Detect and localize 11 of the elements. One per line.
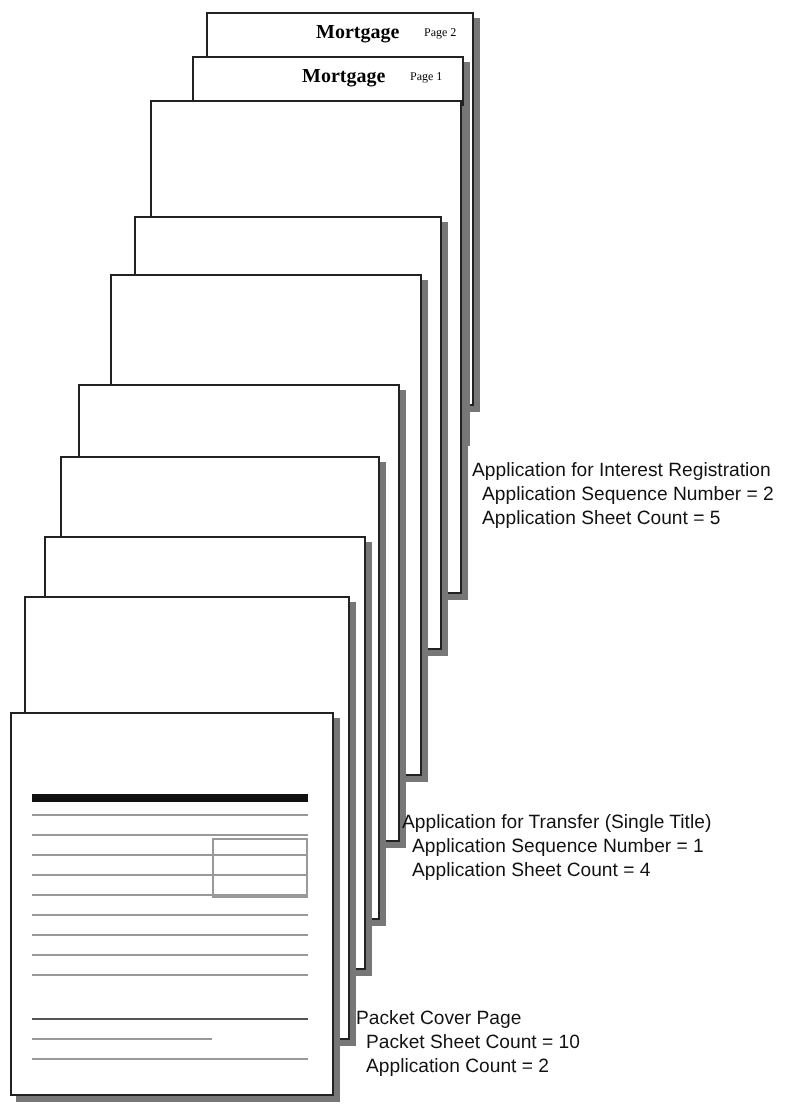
annotation-text: Application Sequence Number = 2 (482, 484, 774, 508)
annotation-text: Application Sequence Number = 1 (412, 836, 704, 860)
annotation-text: Application Sheet Count = 4 (412, 860, 651, 884)
sheet-title: Mortgage (302, 66, 386, 88)
annotation-text: Application Count = 2 (366, 1056, 549, 1080)
annotation-text: Packet Sheet Count = 10 (366, 1032, 580, 1056)
sheet-title: Mortgage (316, 22, 400, 44)
annotation-heading: Application for Interest Registration (472, 460, 771, 484)
annotation-heading: Packet Cover Page (356, 1008, 522, 1032)
document-sheet (10, 712, 334, 1096)
annotation-text: Application Sheet Count = 5 (482, 508, 721, 532)
